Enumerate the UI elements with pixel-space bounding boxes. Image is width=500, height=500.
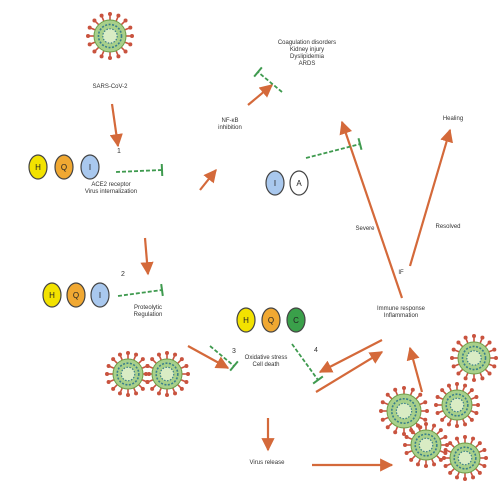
arrow-immune-to-healing [408, 128, 453, 267]
inhibition-line-3 [209, 345, 239, 372]
pill-lower-q-1: Q [261, 307, 281, 333]
virus-cluster-2 [379, 386, 429, 436]
arrow-cluster-to-immune [406, 346, 424, 393]
pill-lower-h-0: H [236, 307, 256, 333]
arrow-immune-to-oxidative [318, 339, 383, 373]
inhibition-line-2 [117, 283, 164, 297]
virus-cluster-3 [434, 382, 480, 428]
virus-left-2 [144, 351, 190, 397]
ifn-label: IF [398, 270, 404, 276]
arrow-ace2-to-proteolytic [140, 237, 154, 276]
pill-middle-i-2: I [90, 282, 110, 308]
virus-release-label: Virus release [249, 460, 285, 466]
inhibition-line-1 [115, 163, 164, 177]
svg-text:H: H [35, 163, 41, 172]
sars-cov-2-label: SARS-CoV-2 [92, 84, 128, 90]
nfkb-inhibition-label: NF-κB inhibition [218, 118, 242, 131]
step-number-1: 1 [117, 148, 121, 155]
svg-text:H: H [243, 316, 249, 325]
immune-response-label: Immune response Inflammation [376, 306, 426, 319]
severe-label: Severe [355, 226, 375, 232]
arrow-virus-to-ace2 [109, 103, 123, 148]
inhibition-ia-to-complications [305, 137, 363, 159]
pill-ia-i-0: I [265, 170, 285, 196]
svg-text:H: H [49, 291, 55, 300]
complications-label: Coagulation disorders Kidney injury Dysl… [277, 40, 337, 67]
svg-text:A: A [296, 179, 302, 188]
ace2-receptor-label: ACE2 receptor Virus internalization [84, 182, 138, 195]
pill-lower-c-2: C [286, 307, 306, 333]
svg-text:Q: Q [73, 291, 79, 300]
virus-cluster-4 [403, 422, 449, 468]
virus-left-1 [105, 351, 151, 397]
pill-ia-a-1: A [289, 170, 309, 196]
svg-text:C: C [293, 316, 299, 325]
virus-cluster-1 [450, 334, 498, 382]
virus-top [86, 12, 134, 60]
pill-middle-q-1: Q [66, 282, 86, 308]
step-number-3: 3 [232, 348, 236, 355]
arrow-oxidative-to-immune [315, 351, 384, 393]
inhibition-line-4 [291, 343, 324, 385]
svg-text:I: I [99, 291, 101, 300]
proteolytic-regulation-label: Proteolytic Regulation [133, 305, 163, 318]
pill-top-q-1: Q [54, 154, 74, 180]
inhibition-nfkb-branch [253, 66, 283, 93]
oxidative-stress-label: Oxidative stress Cell death [244, 355, 288, 368]
healing-label: Healing [442, 116, 464, 122]
virus-cluster-5 [442, 435, 488, 481]
pill-middle-h-0: H [42, 282, 62, 308]
arrow-viruses-to-oxidative [187, 345, 230, 369]
step-number-2: 2 [121, 271, 125, 278]
svg-text:I: I [89, 163, 91, 172]
svg-text:Q: Q [61, 163, 67, 172]
arrow-immune-to-complications [339, 120, 404, 299]
arrow-ace2-to-nfkb [199, 168, 217, 191]
pill-top-i-2: I [80, 154, 100, 180]
svg-text:I: I [274, 179, 276, 188]
arrow-nfkb-to-complications [247, 84, 274, 106]
pill-top-h-0: H [28, 154, 48, 180]
step-number-4: 4 [314, 347, 318, 354]
resolved-label: Resolved [435, 224, 461, 230]
svg-text:Q: Q [268, 316, 274, 325]
